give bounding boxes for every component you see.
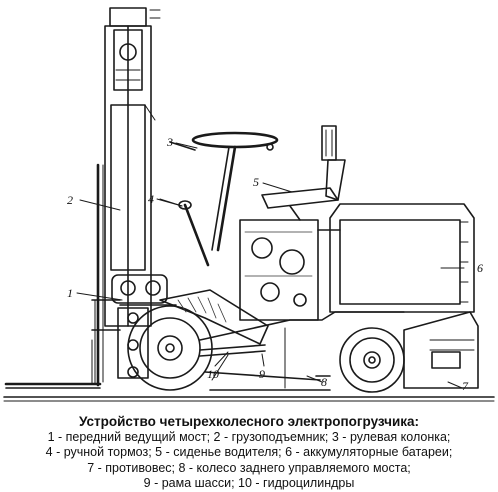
mast <box>104 7 161 327</box>
caption-title: Устройство четырехколесного электропогру… <box>78 414 420 429</box>
battery-box <box>329 203 475 313</box>
chassis-frame <box>199 311 405 391</box>
callout-1: 1 <box>67 286 73 300</box>
callout-10: 10 <box>207 367 219 381</box>
callout-4: 4 <box>148 192 154 206</box>
callout-labels: 1 2 3 4 5 6 7 8 9 10 <box>67 135 483 393</box>
callout-6: 6 <box>477 261 483 275</box>
hand-brake <box>159 198 210 267</box>
steering-column <box>169 131 279 252</box>
rear-wheel <box>339 327 405 393</box>
motor-block <box>239 219 341 321</box>
caption-line: 9 - рама шасси; 10 - гидроцилиндры <box>143 476 355 490</box>
caption-line: 7 - противовес; 8 - колесо заднего управ… <box>87 460 411 475</box>
counterweight <box>403 311 479 389</box>
hydraulic-cylinders <box>159 289 269 381</box>
callout-2: 2 <box>67 193 73 207</box>
forklift-drawing: 1 2 3 4 5 6 7 8 9 10 <box>3 7 495 402</box>
fork-carriage <box>4 163 121 389</box>
caption-line: 4 - ручной тормоз; 5 - сиденье водителя;… <box>45 445 453 459</box>
leader-lines <box>76 142 465 389</box>
callout-5: 5 <box>253 175 259 189</box>
callout-8: 8 <box>321 375 327 389</box>
callout-9: 9 <box>259 367 265 381</box>
callout-7: 7 <box>462 379 469 393</box>
figure-caption: Устройство четырехколесного электропогру… <box>0 414 498 492</box>
caption-line: 1 - передний ведущий мост; 2 - грузоподъ… <box>47 429 451 444</box>
ground-line <box>3 396 495 402</box>
front-wheel <box>127 305 213 391</box>
driver-seat <box>261 125 346 221</box>
callout-3: 3 <box>166 135 173 149</box>
